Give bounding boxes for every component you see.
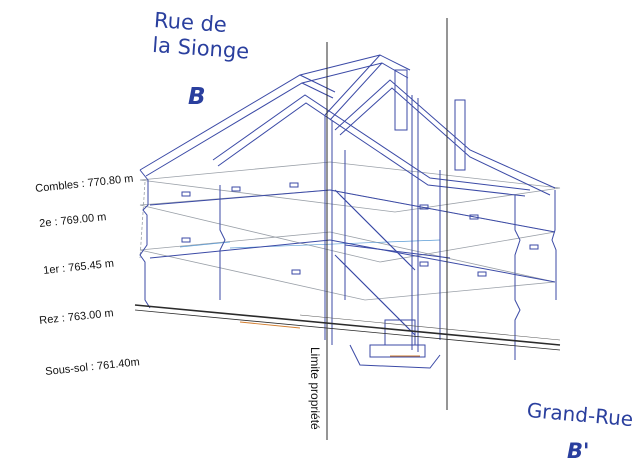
section-code-b: B	[188, 84, 206, 110]
section-code-b-prime: B'	[567, 439, 590, 463]
building-outline	[139, 54, 557, 369]
plane-combles	[139, 161, 561, 213]
street-top-label: Rue de la Sionge	[152, 8, 252, 65]
ground-line	[134, 304, 561, 357]
plane-1er	[139, 231, 556, 301]
section-lines	[326, 18, 448, 440]
floor-planes	[139, 161, 561, 301]
property-limit-label: Limite propriété	[308, 347, 322, 430]
